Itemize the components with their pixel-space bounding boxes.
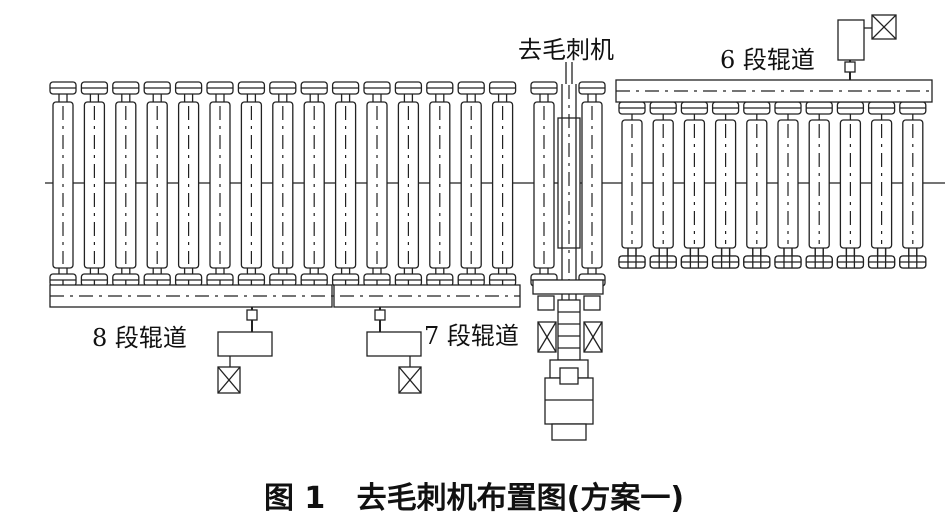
- deburring-machine: [532, 62, 604, 441]
- roller-8-5: [174, 81, 203, 287]
- roller-6-1: [618, 119, 646, 269]
- roller-8-7: [237, 81, 266, 287]
- roller-table-7-label: 7 段辊道: [424, 322, 519, 350]
- roller-8-1: [49, 81, 77, 287]
- roller-8-15: [488, 81, 517, 287]
- roller-8-6: [206, 81, 234, 287]
- roller-6-2: [649, 119, 677, 269]
- roller-table-8: [49, 81, 517, 287]
- roller-8-9: [300, 81, 328, 287]
- roller-8-3: [112, 81, 140, 287]
- roller-8-14: [457, 81, 485, 287]
- deburring-machine-label: 去毛刺机: [518, 36, 614, 64]
- roller-6-9: [867, 119, 896, 269]
- roller-deburr-1: [530, 81, 558, 287]
- figure-caption: 图 1 去毛刺机布置图(方案一): [264, 481, 684, 516]
- roller-8-10: [331, 81, 360, 287]
- roller-6-5: [743, 119, 771, 269]
- roller-6-6: [774, 119, 802, 269]
- roller-table-7-motor: [366, 307, 422, 394]
- roller-table-8-motor: [217, 307, 273, 394]
- roller-table-6-motor: [837, 14, 897, 80]
- roller-table-6: [618, 101, 927, 269]
- roller-8-13: [426, 81, 454, 287]
- roller-table-8-drive-shaft: [49, 284, 521, 308]
- roller-8-8: [269, 81, 297, 287]
- roller-6-4: [711, 119, 740, 269]
- roller-8-4: [143, 81, 171, 287]
- roller-table-8-label: 8 段辊道: [92, 324, 187, 352]
- roller-8-12: [394, 81, 423, 287]
- roller-6-8: [836, 119, 865, 269]
- roller-6-7: [805, 119, 833, 269]
- roller-deburr-2: [578, 81, 606, 287]
- roller-8-11: [363, 81, 391, 287]
- roller-table-6-label: 6 段辊道: [720, 46, 815, 74]
- roller-table-6-drive-shaft: [615, 79, 933, 103]
- roller-6-10: [899, 119, 927, 269]
- roller-6-3: [680, 119, 709, 269]
- roller-8-2: [80, 81, 109, 287]
